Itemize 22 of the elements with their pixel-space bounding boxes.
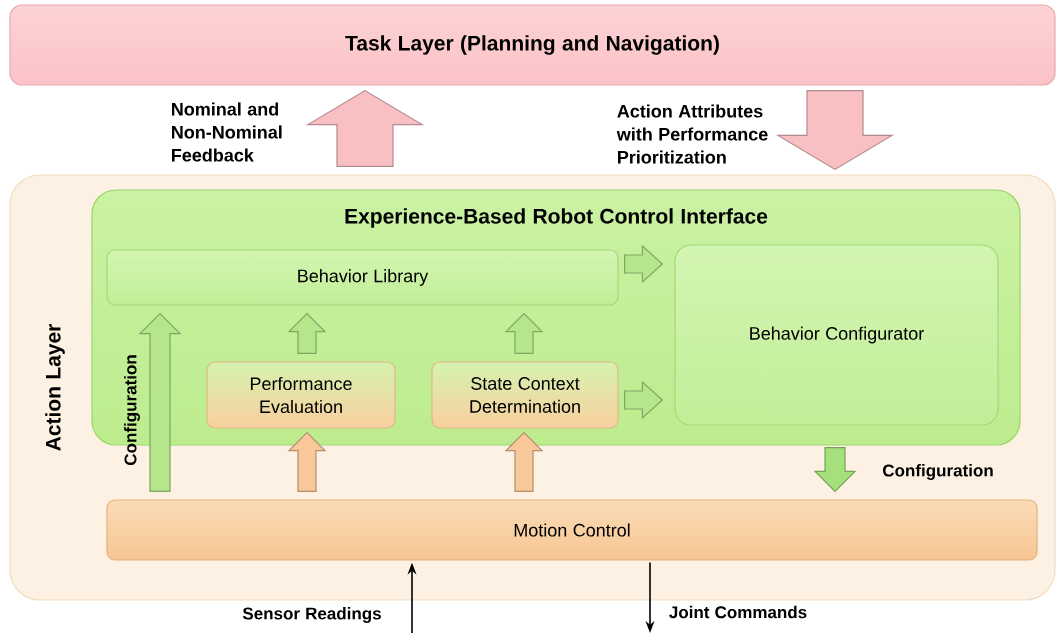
edge-label: Sensor Readings <box>242 607 381 623</box>
layer-band: Task Layer (Planning and Navigation) <box>9 4 1056 86</box>
edge-label: Nominal and Non-Nominal Feedback <box>172 102 282 162</box>
block-arrow <box>624 380 664 420</box>
block-arrow <box>775 90 895 171</box>
module-box: Behavior Library <box>106 249 619 306</box>
module-box: Behavior Configurator <box>674 244 999 426</box>
block-arrow <box>287 431 327 492</box>
edge-label: Configuration <box>883 464 993 480</box>
block-arrow <box>504 431 544 492</box>
block-arrow <box>287 312 327 354</box>
block-arrow <box>813 447 857 493</box>
block-arrow <box>138 312 182 492</box>
block-arrow <box>624 244 664 284</box>
edge-label: Configuration <box>124 355 140 466</box>
module-box: Performance Evaluation <box>206 361 396 429</box>
edge-label: Action Attributes with Performance Prioritization <box>616 104 768 164</box>
edge-label: Joint Commands <box>669 605 807 619</box>
module-box: State Context Determination <box>431 361 619 429</box>
control-bar: Motion Control <box>106 499 1038 561</box>
block-arrow <box>504 312 544 354</box>
block-arrow <box>305 89 425 167</box>
